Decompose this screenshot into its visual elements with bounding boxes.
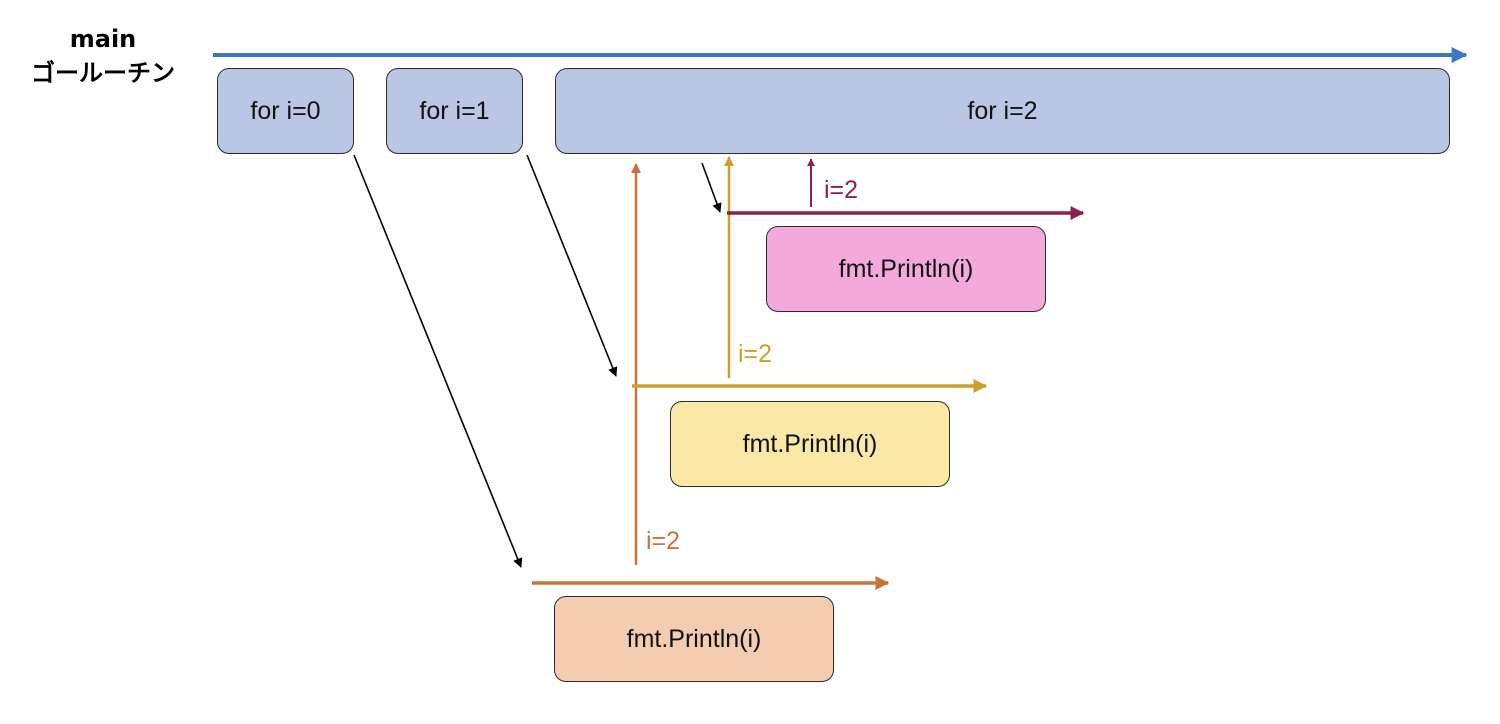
goroutine-1-print-box: fmt.Println(i) — [554, 596, 834, 682]
goroutine-3-print-box: fmt.Println(i) — [766, 226, 1046, 312]
goroutine-1-value-label: i=2 — [646, 527, 681, 555]
goroutine-2-value-label: i=2 — [738, 340, 773, 368]
loop-box-i0: for i=0 — [217, 68, 354, 154]
loop-box-i2: for i=2 — [555, 68, 1450, 154]
goroutine-2-print-box: fmt.Println(i) — [670, 401, 950, 487]
spawn-arrow-i1 — [526, 154, 618, 377]
goroutine-3-value-label: i=2 — [824, 176, 859, 204]
loop-box-i1: for i=1 — [386, 68, 523, 154]
spawn-arrow-i0 — [353, 154, 523, 568]
main-goroutine-label-main: main — [69, 25, 137, 53]
spawn-arrow-i2 — [701, 162, 722, 213]
main-goroutine-label-goroutine: ゴールーチン — [31, 59, 175, 87]
